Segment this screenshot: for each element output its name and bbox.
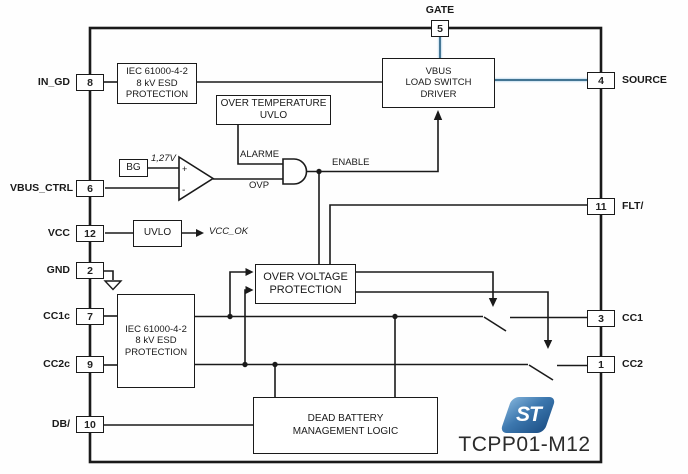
block-text: 8 kV ESD	[136, 77, 178, 89]
label-vref: 1,27V	[151, 153, 176, 164]
pin-4-source: 4	[587, 72, 615, 89]
block-text: OVER TEMPERATURE	[220, 97, 327, 109]
pin-8-in-gd: 8	[76, 74, 104, 91]
switch-blade-cc1	[483, 316, 507, 332]
pin-6-vbus-ctrl: 6	[76, 180, 104, 197]
wire-gnd	[104, 270, 114, 280]
arrow-switch1-ctrl	[488, 298, 498, 307]
pin-number: 8	[87, 76, 93, 89]
pin-label-cc2: CC2	[622, 358, 644, 370]
part-number: TCPP01-M12	[458, 433, 591, 456]
block-text: BG	[126, 161, 141, 173]
pin-number: 10	[84, 418, 96, 431]
block-bandgap: BG	[119, 159, 148, 177]
pin-label-vbus-ctrl: VBUS_CTRL	[10, 182, 74, 194]
pin-2-gnd: 2	[76, 262, 104, 279]
pin-label-gnd: GND	[46, 264, 70, 276]
wire-alarme	[237, 125, 283, 165]
pin-1-cc2: 1	[587, 356, 615, 373]
label-ovp: OVP	[249, 180, 270, 191]
wire-cc1-to-ovp	[229, 271, 249, 317]
pin-9-cc2c: 9	[76, 356, 104, 373]
chip-boundary	[88, 26, 603, 464]
pin-label-flt: FLT/	[622, 200, 644, 212]
wire-enable	[307, 114, 439, 173]
pin-label-cc2c: CC2c	[43, 358, 70, 370]
block-text: UVLO	[143, 227, 172, 239]
pin-number: 3	[598, 312, 604, 325]
and-gate	[282, 158, 308, 185]
block-text: DEAD BATTERY	[307, 413, 384, 425]
junction-dots	[227, 168, 398, 368]
block-text: 8 kV ESD	[135, 335, 177, 347]
arrow-into-ovp-2	[245, 286, 254, 294]
gate-net-wires	[439, 37, 587, 81]
pin-number: 4	[598, 74, 604, 87]
block-esd-protection-cc: IEC 61000-4-2 8 kV ESD PROTECTION	[117, 294, 195, 388]
block-text: LOAD SWITCH	[405, 77, 472, 89]
pin-number: 1	[598, 358, 604, 371]
block-text: PROTECTION	[124, 346, 188, 358]
label-enable: ENABLE	[332, 157, 370, 168]
comparator-minus-input: -	[182, 185, 185, 196]
arrow-enable-into-driver	[433, 110, 443, 120]
block-over-voltage-protection: OVER VOLTAGE PROTECTION	[255, 264, 356, 304]
pin-label-source: SOURCE	[622, 74, 667, 86]
ground-symbol-icon	[103, 280, 123, 291]
pin-label-cc1: CC1	[622, 312, 644, 324]
block-text: OVER VOLTAGE	[263, 270, 348, 283]
block-text: DRIVER	[420, 88, 457, 100]
pin-number: 7	[87, 310, 93, 323]
block-vbus-load-switch-driver: VBUS LOAD SWITCH DRIVER	[382, 58, 495, 108]
label-vcc-ok: VCC_OK	[209, 226, 249, 237]
pin-label-vcc: VCC	[47, 227, 70, 239]
st-logo-text: ST	[515, 403, 541, 426]
arrow-vcc-ok	[196, 229, 204, 237]
pin-7-cc1c: 7	[76, 308, 104, 325]
comparator-plus-input: +	[182, 164, 187, 174]
comparator: + -	[178, 155, 215, 202]
block-text: PROTECTION	[125, 89, 189, 101]
block-text: IEC 61000-4-2	[125, 323, 187, 335]
pin-5-gate: 5	[431, 20, 449, 37]
block-text: UVLO	[259, 110, 288, 121]
signal-wires	[104, 81, 587, 426]
pin-12-vcc: 12	[76, 225, 104, 242]
pin-number: 11	[595, 200, 607, 213]
pin-number: 5	[437, 22, 443, 35]
pin-label-cc1c: CC1c	[43, 310, 70, 322]
wire-ovp-switch2-ctrl	[356, 291, 549, 343]
pin-label-gate: GATE	[425, 4, 455, 16]
block-dead-battery-management: DEAD BATTERY MANAGEMENT LOGIC	[253, 397, 438, 454]
pin-label-in-gd: IN_GD	[37, 76, 70, 88]
block-esd-protection-top: IEC 61000-4-2 8 kV ESD PROTECTION	[117, 63, 197, 104]
pin-number: 12	[84, 227, 96, 240]
block-uvlo: UVLO	[133, 220, 182, 247]
pin-number: 2	[87, 264, 93, 277]
block-text: MANAGEMENT LOGIC	[292, 425, 399, 437]
arrowheads	[196, 110, 553, 349]
arrow-switch2-ctrl	[543, 340, 553, 349]
arrow-into-ovp-1	[245, 268, 254, 276]
pin-label-db: DB/	[51, 418, 70, 430]
wire-ovp-switch1-ctrl	[356, 271, 494, 301]
block-text: IEC 61000-4-2	[126, 66, 188, 78]
pin-number: 9	[87, 358, 93, 371]
pin-number: 6	[87, 182, 93, 195]
block-over-temperature-uvlo: OVER TEMPERATURE UVLO	[216, 95, 331, 125]
block-text: VBUS	[425, 65, 452, 77]
pin-3-cc1: 3	[587, 310, 615, 327]
switch-blade-cc2	[528, 364, 554, 381]
wire-ovp-to-flt	[329, 204, 587, 264]
label-alarme: ALARME	[240, 149, 280, 160]
pin-10-db: 10	[76, 416, 104, 433]
wire-cc2-to-ovp	[244, 289, 249, 365]
block-text: PROTECTION	[269, 284, 342, 296]
pin-11-flt: 11	[587, 198, 615, 215]
